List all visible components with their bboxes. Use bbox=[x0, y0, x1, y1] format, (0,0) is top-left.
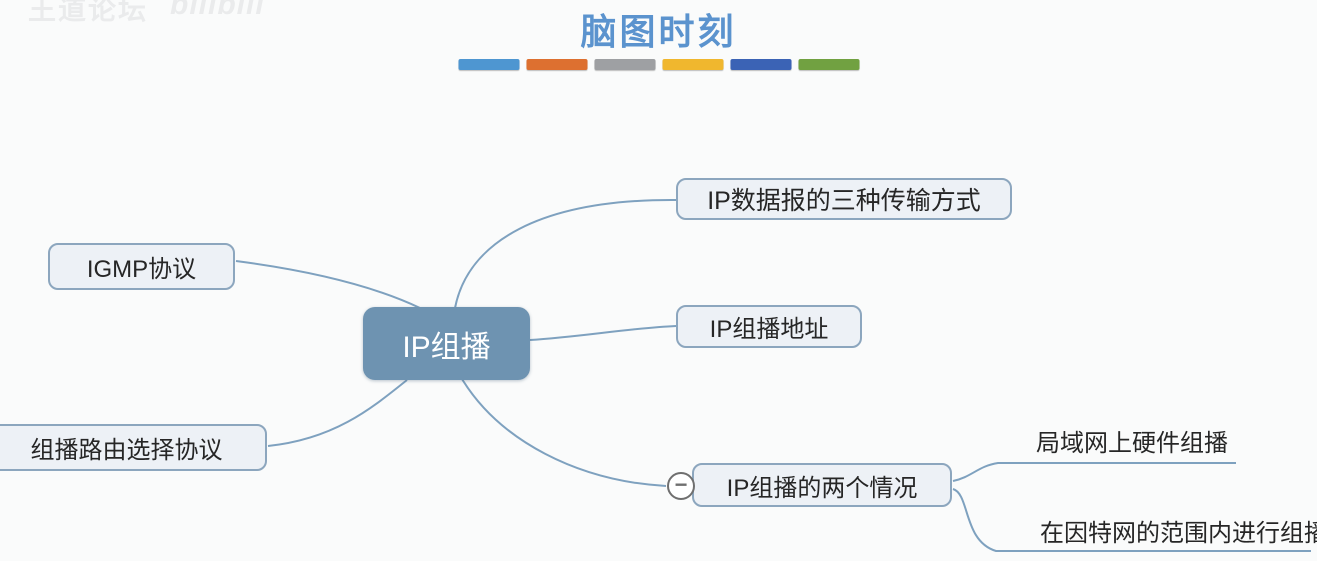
link-root-transmission bbox=[454, 198, 677, 309]
minus-circle-icon[interactable]: − bbox=[667, 472, 695, 500]
page-title: 脑图时刻 bbox=[580, 11, 737, 52]
link-two-cases-lan bbox=[952, 462, 1236, 482]
leaf-internet-scope-multicast[interactable]: 在因特网的范围内进行组播 bbox=[1040, 513, 1317, 548]
divider-dashes bbox=[458, 59, 859, 70]
divider-dash-2 bbox=[594, 59, 655, 70]
node-igmp-protocol[interactable]: IGMP协议 bbox=[48, 243, 235, 290]
root-node-label: IP组播 bbox=[402, 330, 491, 364]
leaf-label: 在因特网的范围内进行组播 bbox=[1040, 520, 1317, 547]
link-root-routing bbox=[267, 379, 408, 447]
divider-dash-1 bbox=[526, 59, 587, 70]
link-root-address bbox=[529, 325, 677, 341]
node-ip-multicast-address[interactable]: IP组播地址 bbox=[676, 305, 862, 348]
leaf-lan-hardware-multicast[interactable]: 局域网上硬件组播 bbox=[1036, 423, 1228, 458]
link-two-cases-internet bbox=[952, 488, 1311, 552]
node-multicast-routing-protocol[interactable]: 组播路由选择协议 bbox=[0, 424, 267, 471]
node-label: IP组播的两个情况 bbox=[726, 474, 918, 502]
divider-dash-0 bbox=[458, 59, 519, 70]
node-ip-datagram-transmission-modes[interactable]: IP数据报的三种传输方式 bbox=[676, 178, 1012, 220]
node-label: IP组播地址 bbox=[709, 316, 829, 343]
watermark-site-text: 王道论坛 bbox=[28, 0, 149, 25]
divider-dash-3 bbox=[662, 59, 723, 70]
node-label: IGMP协议 bbox=[86, 256, 197, 283]
bilibili-logo-icon: bilibili bbox=[170, 0, 265, 21]
node-label: IP数据报的三种传输方式 bbox=[707, 187, 981, 215]
node-label: 组播路由选择协议 bbox=[30, 437, 223, 464]
link-root-two-cases bbox=[461, 378, 667, 487]
divider-dash-4 bbox=[730, 59, 791, 70]
root-node-ip-multicast[interactable]: IP组播 bbox=[363, 307, 530, 380]
watermark: 王道论坛 bilibili bbox=[28, 0, 265, 28]
link-root-igmp bbox=[235, 260, 421, 309]
leaf-label: 局域网上硬件组播 bbox=[1036, 430, 1228, 457]
divider-dash-5 bbox=[798, 59, 859, 70]
node-ip-multicast-two-cases[interactable]: IP组播的两个情况 bbox=[692, 463, 952, 507]
